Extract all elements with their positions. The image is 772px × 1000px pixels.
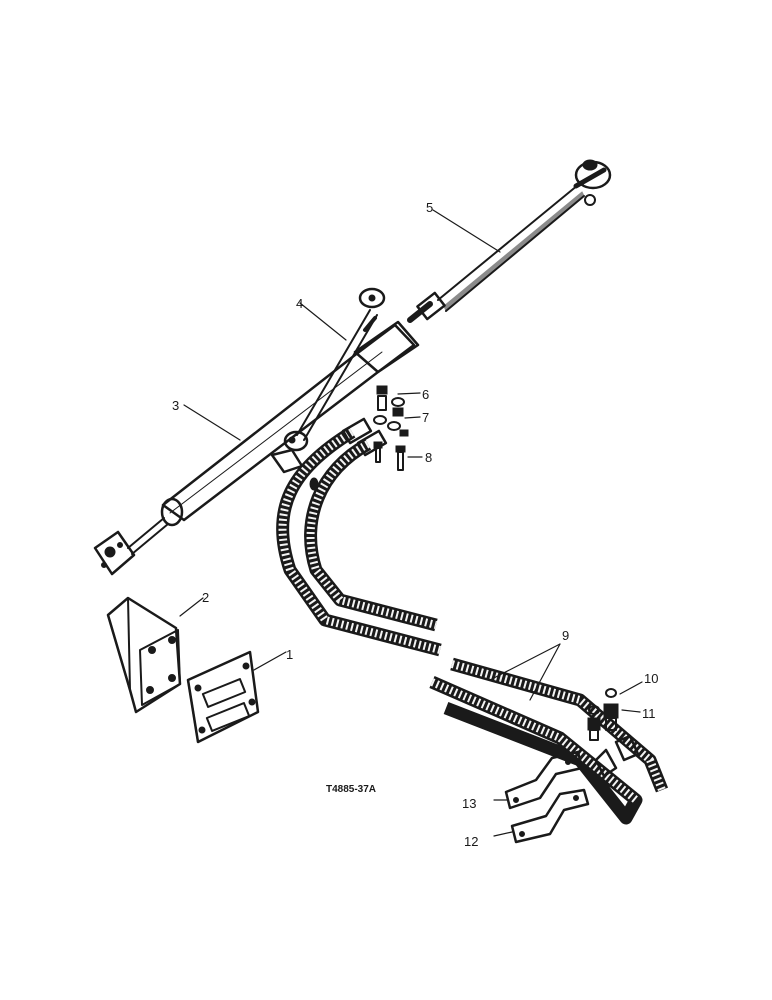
part-9-hoses (276, 417, 669, 825)
figure-code: T4885-37A (326, 784, 376, 795)
clips-12-13 (504, 750, 590, 844)
callout-5: 5 (426, 200, 433, 215)
callout-6: 6 (422, 387, 429, 402)
callout-4: 4 (296, 296, 303, 311)
callout-2: 2 (202, 590, 209, 605)
callout-13: 13 (462, 796, 476, 811)
fittings-10-11 (587, 688, 619, 741)
callout-8: 8 (425, 450, 432, 465)
callout-3: 3 (172, 398, 179, 413)
fittings-6-7-8 (373, 385, 409, 471)
part-1-plate (186, 650, 260, 744)
callout-labels: 1 2 3 4 5 6 7 8 9 10 11 12 13 (172, 200, 658, 849)
part-3-cylinder (93, 320, 420, 576)
callout-12: 12 (464, 834, 478, 849)
leader-lines (179, 209, 643, 837)
part-5-cylinder (407, 159, 612, 323)
callout-11: 11 (642, 706, 656, 721)
callout-7: 7 (422, 410, 429, 425)
callout-10: 10 (644, 671, 658, 686)
callout-1: 1 (286, 647, 293, 662)
callout-9: 9 (562, 628, 569, 643)
part-2-bracket (106, 596, 182, 714)
